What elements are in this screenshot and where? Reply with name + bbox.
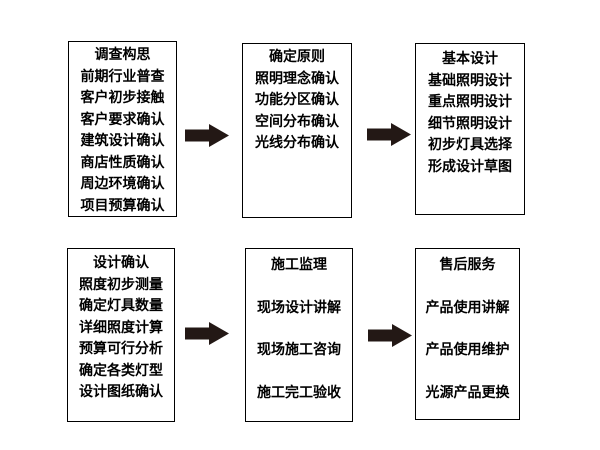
flow-box-item: 施工完工验收 <box>257 385 341 401</box>
flow-box-item: 产品使用维护 <box>425 343 510 358</box>
flow-box-after-sales-service: 售后服务 产品使用讲解 产品使用维护 光源产品更换 <box>415 248 520 420</box>
flow-box-title: 调查构思 <box>94 48 151 63</box>
flow-box-item: 现场施工咨询 <box>257 343 341 358</box>
right-arrow-icon <box>185 124 229 147</box>
flow-box-item: 形成设计草图 <box>428 159 512 175</box>
flow-box-item: 前期行业普查 <box>80 69 165 85</box>
flow-box-item: 设计图纸确认 <box>79 385 163 400</box>
flow-box-item: 照明理念确认 <box>255 71 339 87</box>
flow-box-item: 照度初步测量 <box>79 277 163 293</box>
right-arrow-shape <box>185 322 229 345</box>
flow-box-item: 初步灯具选择 <box>428 138 512 153</box>
right-arrow-shape <box>368 324 412 347</box>
flow-box-item: 商店性质确认 <box>80 155 165 171</box>
flow-box-title: 设计确认 <box>93 256 149 271</box>
right-arrow-shape <box>367 123 411 146</box>
flow-box-item: 确定各类灯型 <box>79 363 163 379</box>
flow-box-title: 确定原则 <box>269 50 325 65</box>
flow-box-survey-concept: 调查构思 前期行业普查 客户初步接触 客户要求确认 建筑设计确认 商店性质确认 … <box>68 41 177 217</box>
flow-box-item: 产品使用讲解 <box>425 300 510 316</box>
right-arrow-icon <box>368 324 412 347</box>
flow-box-item: 周边环境确认 <box>80 177 165 192</box>
flow-box-item: 重点照明设计 <box>428 95 512 110</box>
flow-box-design-confirmation: 设计确认 照度初步测量 确定灯具数量 详细照度计算 预算可行分析 确定各类灯型 … <box>67 248 175 422</box>
flow-box-item: 现场设计讲解 <box>257 300 341 316</box>
flow-box-construction-supervision: 施工监理 现场设计讲解 现场施工咨询 施工完工验收 <box>245 248 353 422</box>
flow-box-item: 光线分布确认 <box>255 136 339 151</box>
flow-box-title: 售后服务 <box>439 258 496 273</box>
flow-box-item: 预算可行分析 <box>79 342 163 357</box>
flow-box-item: 客户初步接触 <box>80 91 165 106</box>
flow-box-item: 客户要求确认 <box>80 112 165 128</box>
flow-box-item: 基础照明设计 <box>428 73 512 89</box>
flow-box-title: 基本设计 <box>442 52 498 67</box>
flow-box-basic-design: 基本设计 基础照明设计 重点照明设计 细节照明设计 初步灯具选择 形成设计草图 <box>415 43 525 215</box>
flow-box-item: 光源产品更换 <box>425 385 510 401</box>
flow-box-item: 建筑设计确认 <box>80 134 165 149</box>
right-arrow-icon <box>367 123 411 146</box>
flow-box-item: 项目预算确认 <box>80 198 165 214</box>
flow-box-item: 空间分布确认 <box>255 114 339 130</box>
right-arrow-icon <box>185 322 229 345</box>
right-arrow-shape <box>185 124 229 147</box>
flow-box-item: 详细照度计算 <box>79 320 163 336</box>
flow-box-title: 施工监理 <box>271 258 327 273</box>
flow-box-define-principles: 确定原则 照明理念确认 功能分区确认 空间分布确认 光线分布确认 <box>242 43 352 218</box>
flow-box-item: 细节照明设计 <box>428 116 512 132</box>
flow-box-item: 功能分区确认 <box>255 93 339 108</box>
flow-box-item: 确定灯具数量 <box>79 299 163 314</box>
